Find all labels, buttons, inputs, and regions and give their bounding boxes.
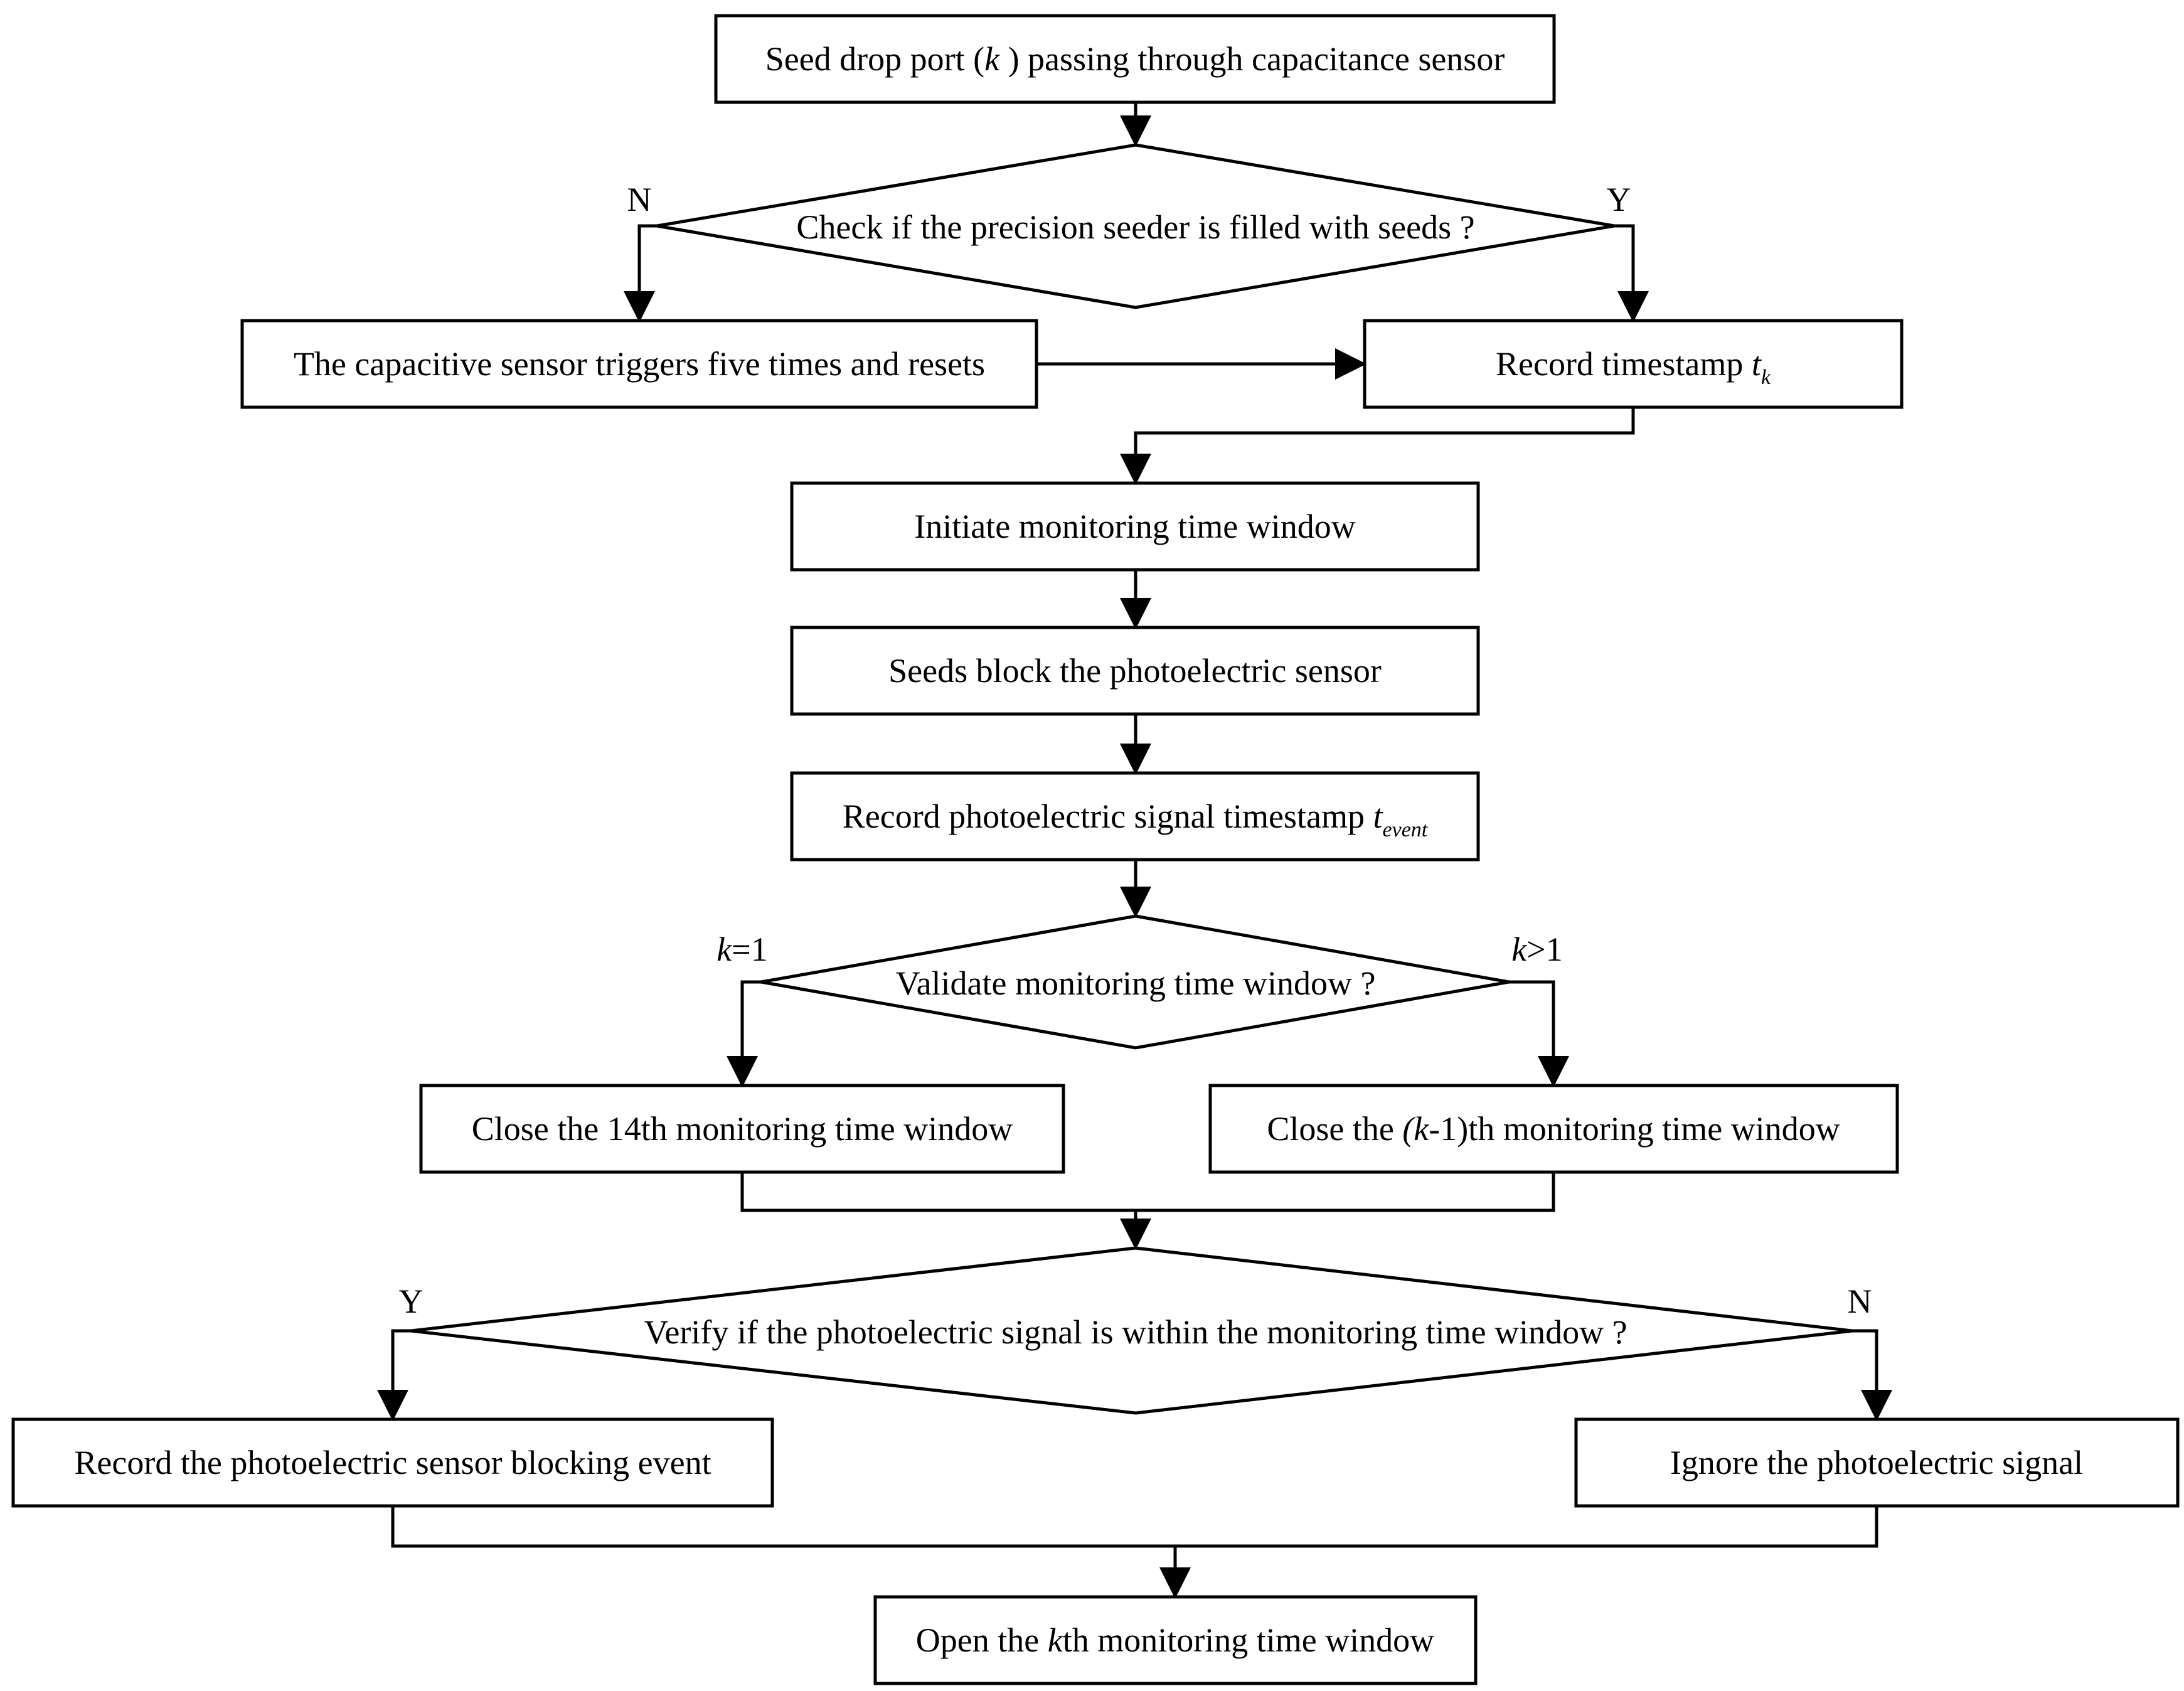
svg-text:Record timestamp tk: Record timestamp tk: [1496, 345, 1771, 389]
edge-verify-no: [1852, 1329, 1892, 1421]
svg-text:Open the kth monitoring time w: Open the kth monitoring time window: [916, 1621, 1434, 1659]
edge-verify-yes: [377, 1329, 411, 1421]
node-record-block-event: Record the photoelectric sensor blocking…: [11, 1417, 774, 1508]
edge-check-yes: [1614, 224, 1649, 323]
svg-text:Record photoelectric signal ti: Record photoelectric signal timestamp te…: [843, 797, 1429, 841]
edge-record-tk-to-initiate: [1120, 407, 1635, 485]
label-validate-k1: k=1: [716, 931, 767, 968]
node-capacitive-reset: The capacitive sensor triggers five time…: [240, 319, 1038, 409]
node-close-14th: Close the 14th monitoring time window: [419, 1084, 1065, 1174]
label-verify-yes: Y: [399, 1283, 423, 1320]
edge-validate-k1: [727, 980, 761, 1087]
node-initiate-window: Initiate monitoring time window: [790, 481, 1480, 572]
node-record-tevent: Record photoelectric signal timestamp te…: [790, 771, 1480, 862]
edge-validate-kgt1: [1509, 980, 1569, 1087]
node-seed-drop: Seed drop port (k ) passing through capa…: [714, 14, 1556, 104]
label-check-no: N: [627, 181, 652, 218]
svg-text:Seed drop port (k ) passing th: Seed drop port (k ) passing through capa…: [765, 40, 1505, 78]
label-check-yes: Y: [1607, 181, 1631, 218]
node-open-kth: Open the kth monitoring time window: [873, 1595, 1478, 1685]
svg-text:Close the (k-1)th monitoring t: Close the (k-1)th monitoring time window: [1267, 1110, 1840, 1148]
node-close-k1: Close the (k-1)th monitoring time window: [1208, 1084, 1899, 1174]
svg-text:Seeds block the photoelectric: Seeds block the photoelectric sensor: [888, 652, 1382, 690]
svg-text:Validate monitoring time windo: Validate monitoring time window ?: [896, 964, 1376, 1002]
label-verify-no: N: [1848, 1283, 1872, 1320]
svg-text:The capacitive sensor triggers: The capacitive sensor triggers five time…: [294, 345, 985, 383]
svg-text:Verify if the photoelectric si: Verify if the photoelectric signal is wi…: [644, 1313, 1627, 1351]
edge-results-merge: [391, 1506, 1878, 1548]
decision-validate-window: Validate monitoring time window ?: [760, 914, 1510, 1050]
decision-check-filled: Check if the precision seeder is filled …: [656, 143, 1615, 309]
node-seeds-block: Seeds block the photoelectric sensor: [790, 626, 1480, 716]
node-ignore-signal: Ignore the photoelectric signal: [1574, 1417, 2180, 1508]
svg-text:Record the photoelectric senso: Record the photoelectric sensor blocking…: [74, 1444, 711, 1481]
svg-text:Ignore the photoelectric signa: Ignore the photoelectric signal: [1670, 1444, 2083, 1481]
svg-text:Close the 14th monitoring time: Close the 14th monitoring time window: [472, 1110, 1013, 1148]
label-validate-kgt1: k>1: [1511, 931, 1562, 968]
decision-verify-signal: Verify if the photoelectric signal is wi…: [410, 1246, 1853, 1415]
svg-text:Initiate monitoring time windo: Initiate monitoring time window: [914, 508, 1355, 545]
edge-check-no: [624, 224, 657, 323]
svg-text:Check if the precision seeder: Check if the precision seeder is filled …: [796, 208, 1474, 246]
edge-close-merge: [740, 1172, 1555, 1212]
node-record-tk: Record timestamp tk: [1363, 319, 1904, 409]
